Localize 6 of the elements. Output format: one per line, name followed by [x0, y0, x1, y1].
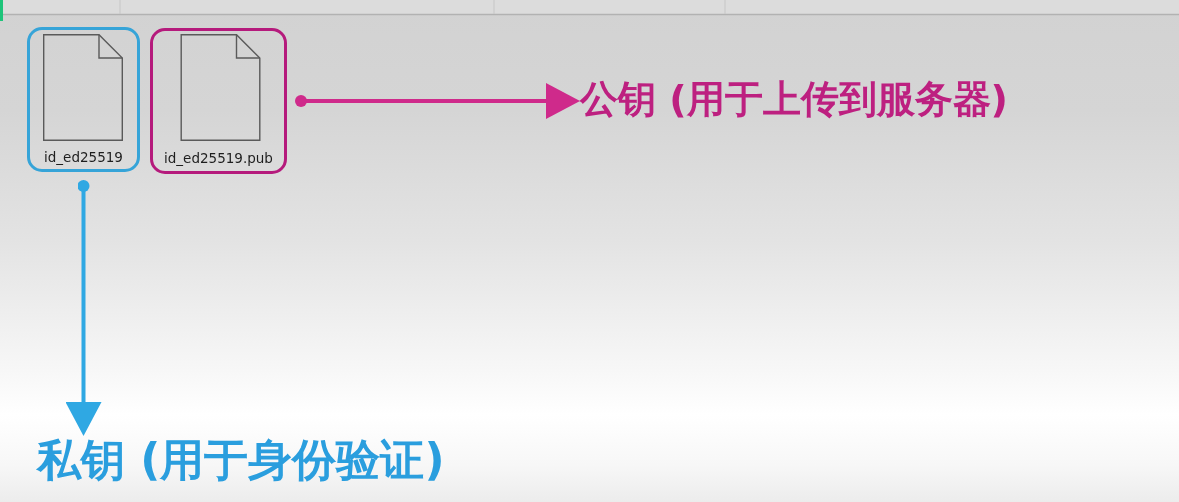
- file-tile: [150, 28, 287, 174]
- annotation-text: 私钥 (用于身份验证): [37, 436, 445, 485]
- file-tile: [27, 27, 140, 172]
- file-name: id_ed25519: [44, 149, 123, 165]
- annotation-text: 公钥 (用于上传到服务器): [580, 79, 1008, 121]
- file-name: id_ed25519.pub: [164, 150, 273, 166]
